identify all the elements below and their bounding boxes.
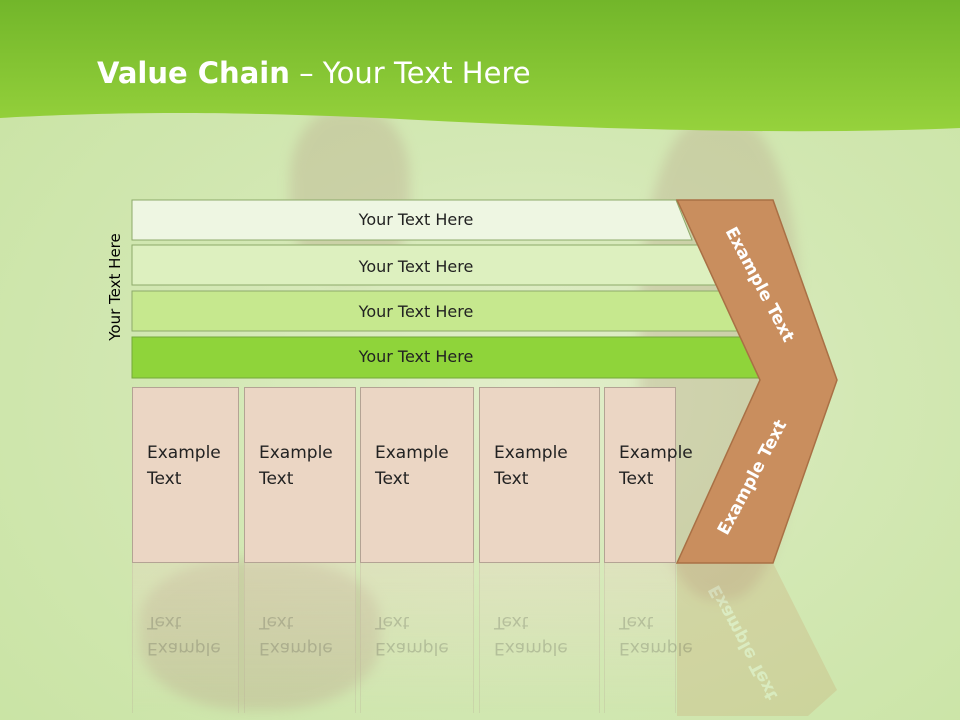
box-reflection-1: Example Text [132, 563, 239, 713]
box-1-line1: Example [147, 443, 221, 463]
box-reflection-5-line2: Text [619, 612, 654, 632]
box-reflection-5: Example Text [604, 563, 693, 713]
row-3: Your Text Here [131, 290, 740, 332]
box-4-line1: Example [494, 443, 568, 463]
box-reflection-3: Example Text [360, 563, 474, 713]
box-3-line2: Text [375, 469, 410, 489]
box-4-line2: Text [494, 469, 529, 489]
page-title: Value Chain – Your Text Here [97, 56, 531, 90]
row-4: Your Text Here [131, 336, 765, 379]
title-rest: – Your Text Here [289, 56, 531, 90]
box-reflection-4-line1: Example [494, 638, 568, 658]
box-1-line2: Text [147, 469, 182, 489]
box-reflection-4: Example Text [479, 563, 600, 713]
box-5-line2: Text [619, 469, 654, 489]
box-2-line1: Example [259, 443, 333, 463]
box-reflection-1-line1: Example [147, 638, 221, 658]
box-reflection-1-line2: Text [147, 612, 182, 632]
row-2-label: Your Text Here [358, 257, 474, 276]
background-photo-shape [140, 560, 380, 710]
box-reflection-2-line2: Text [259, 612, 294, 632]
box-reflection-3-line1: Example [375, 638, 449, 658]
box-5-line1: Example [619, 443, 693, 463]
box-reflection-2-line1: Example [259, 638, 333, 658]
row-4-label: Your Text Here [358, 347, 474, 366]
box-reflection-3-line2: Text [375, 612, 410, 632]
box-reflection-2: Example Text [244, 563, 356, 713]
row-1: Your Text Here [131, 199, 693, 241]
title-bold: Value Chain [97, 56, 290, 90]
box-reflection-5-line1: Example [619, 638, 693, 658]
header-band [0, 0, 960, 132]
row-1-label: Your Text Here [358, 210, 474, 229]
box-3-line1: Example [375, 443, 449, 463]
box-reflection-4-line2: Text [494, 612, 529, 632]
box-2-line2: Text [259, 469, 294, 489]
chevron-reflection: Example Text [677, 563, 837, 716]
row-2: Your Text Here [131, 244, 717, 286]
row-3-label: Your Text Here [358, 302, 474, 321]
